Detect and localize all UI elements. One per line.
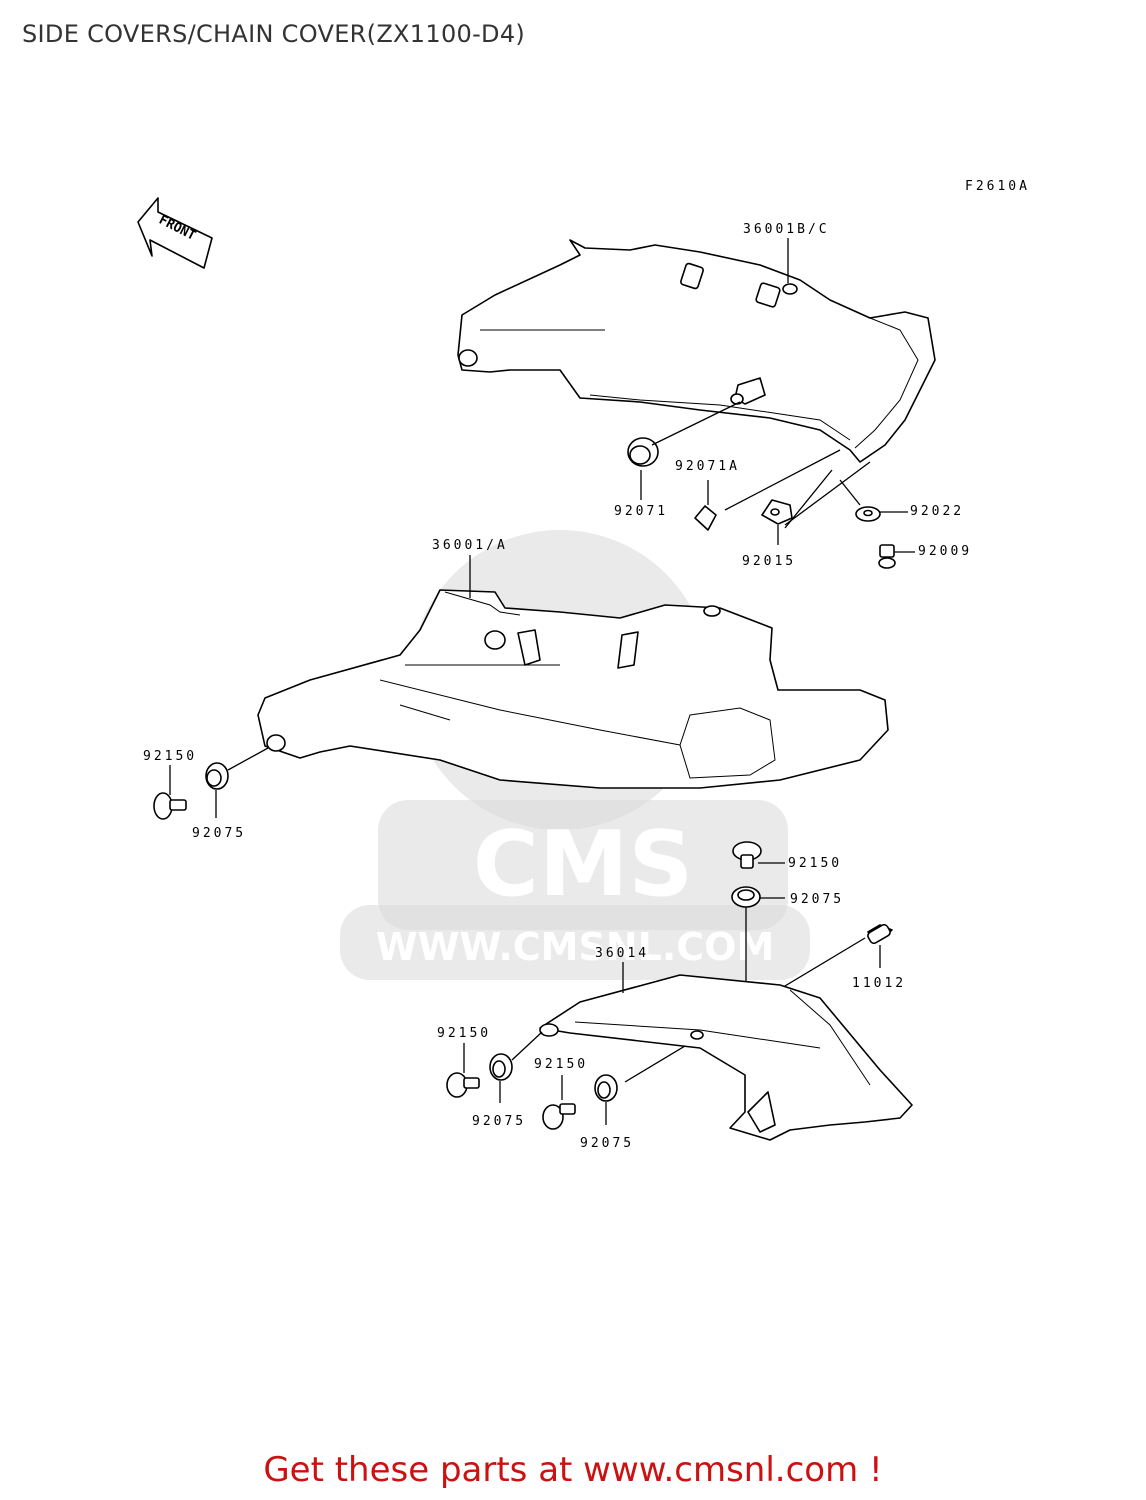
screw-92150-right [732, 841, 762, 869]
callout-92150-right: 92150 [788, 856, 842, 871]
callout-92150-bottom-middle: 92150 [534, 1057, 588, 1072]
screw-92009 [878, 544, 896, 569]
side-cover-lower [257, 589, 889, 789]
chain-cover [539, 974, 913, 1141]
callout-92150-bottom-left: 92150 [437, 1026, 491, 1041]
front-arrow-icon: FRONT [137, 197, 213, 269]
callout-92075-bottom-left: 92075 [472, 1114, 526, 1129]
callout-92009: 92009 [918, 544, 972, 559]
callout-92015: 92015 [742, 554, 796, 569]
callout-36001a: 36001/A [432, 538, 508, 553]
callout-36001bc: 36001B/C [743, 222, 830, 237]
collar-11012 [867, 923, 893, 945]
parts-diagram: CMS WWW.CMSNL.COM F2610A FRONT 36001B/C … [137, 179, 1030, 1151]
callout-92022: 92022 [910, 504, 964, 519]
callout-92071a: 92071A [675, 459, 740, 474]
page-title: SIDE COVERS/CHAIN COVER(ZX1100-D4) [22, 20, 526, 48]
grommet-92075-bottom-left [489, 1053, 513, 1081]
callout-92075-right: 92075 [790, 892, 844, 907]
callout-92075-bottom-middle: 92075 [580, 1136, 634, 1151]
grommet-92075-left [205, 762, 229, 790]
watermark-brand: CMS [473, 812, 693, 917]
callout-92071: 92071 [614, 504, 668, 519]
washer-92022 [855, 506, 881, 522]
grommet-92075-bottom-middle [594, 1074, 618, 1102]
grommet-92071 [627, 437, 659, 467]
callout-92075-left: 92075 [192, 826, 246, 841]
screw-92150-bottom-left [446, 1072, 480, 1098]
grommet-92075-right [731, 886, 761, 908]
callout-92150-left: 92150 [143, 749, 197, 764]
footer-link[interactable]: Get these parts at www.cmsnl.com ! [263, 1450, 883, 1490]
clip-92071a [694, 505, 717, 531]
figure-code: F2610A [965, 179, 1030, 194]
screw-92150-left [153, 792, 187, 820]
side-cover-upper [457, 239, 936, 463]
callout-11012: 11012 [852, 976, 906, 991]
screw-92150-bottom-middle [542, 1103, 576, 1130]
watermark-url: WWW.CMSNL.COM [376, 925, 775, 969]
callout-36014: 36014 [595, 946, 649, 961]
clip-nut-92015 [761, 499, 793, 525]
